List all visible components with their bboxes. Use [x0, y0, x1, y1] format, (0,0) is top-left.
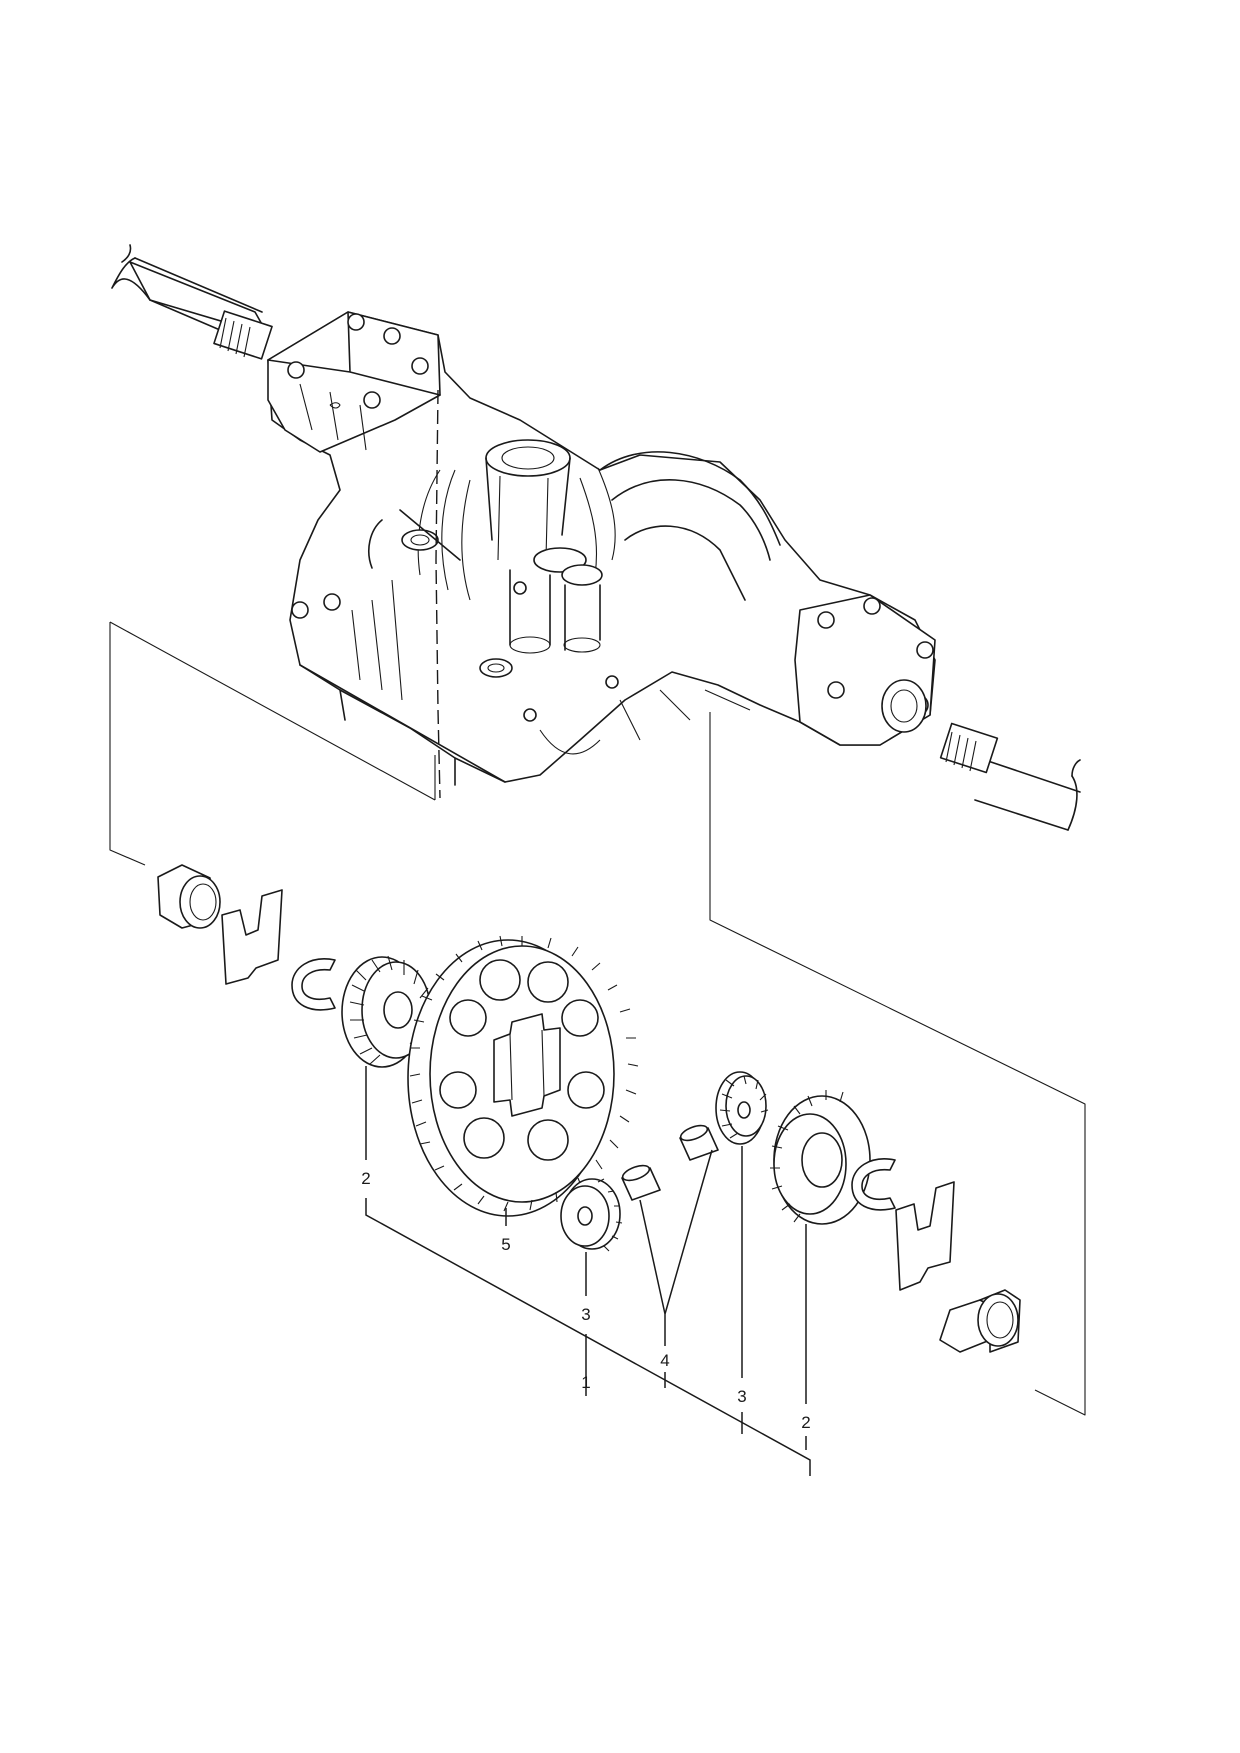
- left-thrust-washer: [221, 889, 283, 985]
- left-bevel-gear: [341, 955, 433, 1068]
- central-boss: [417, 439, 616, 654]
- callout-5-ring-gear: 5: [501, 1235, 510, 1254]
- callout-2-right: 2: [801, 1413, 810, 1432]
- axis-centerline: [435, 389, 441, 799]
- left-axle-shaft: [111, 244, 273, 360]
- right-axle-shaft: [939, 722, 1081, 831]
- left-bushing: [157, 864, 221, 929]
- right-bevel-gear: [770, 1090, 871, 1225]
- pinion-shafts: [621, 1124, 719, 1201]
- callout-leader-lines: [365, 1066, 811, 1476]
- left-retaining-clip: [291, 958, 336, 1011]
- right-thrust-washer: [895, 1181, 955, 1291]
- callout-2-left: 2: [361, 1169, 370, 1188]
- callout-1-assembly: 1: [581, 1373, 590, 1392]
- callout-4-pinion-shafts: 4: [660, 1351, 669, 1370]
- callout-3-right-pinion: 3: [737, 1387, 746, 1406]
- callout-labels: 2 5 3 1 4 3 2: [361, 1169, 810, 1432]
- right-pinion-gear: [715, 1071, 769, 1145]
- explode-frame-lines: [109, 621, 1086, 1416]
- right-bushing: [939, 1289, 1021, 1353]
- ring-gear: [407, 935, 639, 1217]
- callout-3-left-pinion: 3: [581, 1305, 590, 1324]
- left-pinion-gear: [560, 1178, 623, 1252]
- transaxle-housing: [267, 311, 936, 786]
- right-retaining-clip: [851, 1158, 896, 1211]
